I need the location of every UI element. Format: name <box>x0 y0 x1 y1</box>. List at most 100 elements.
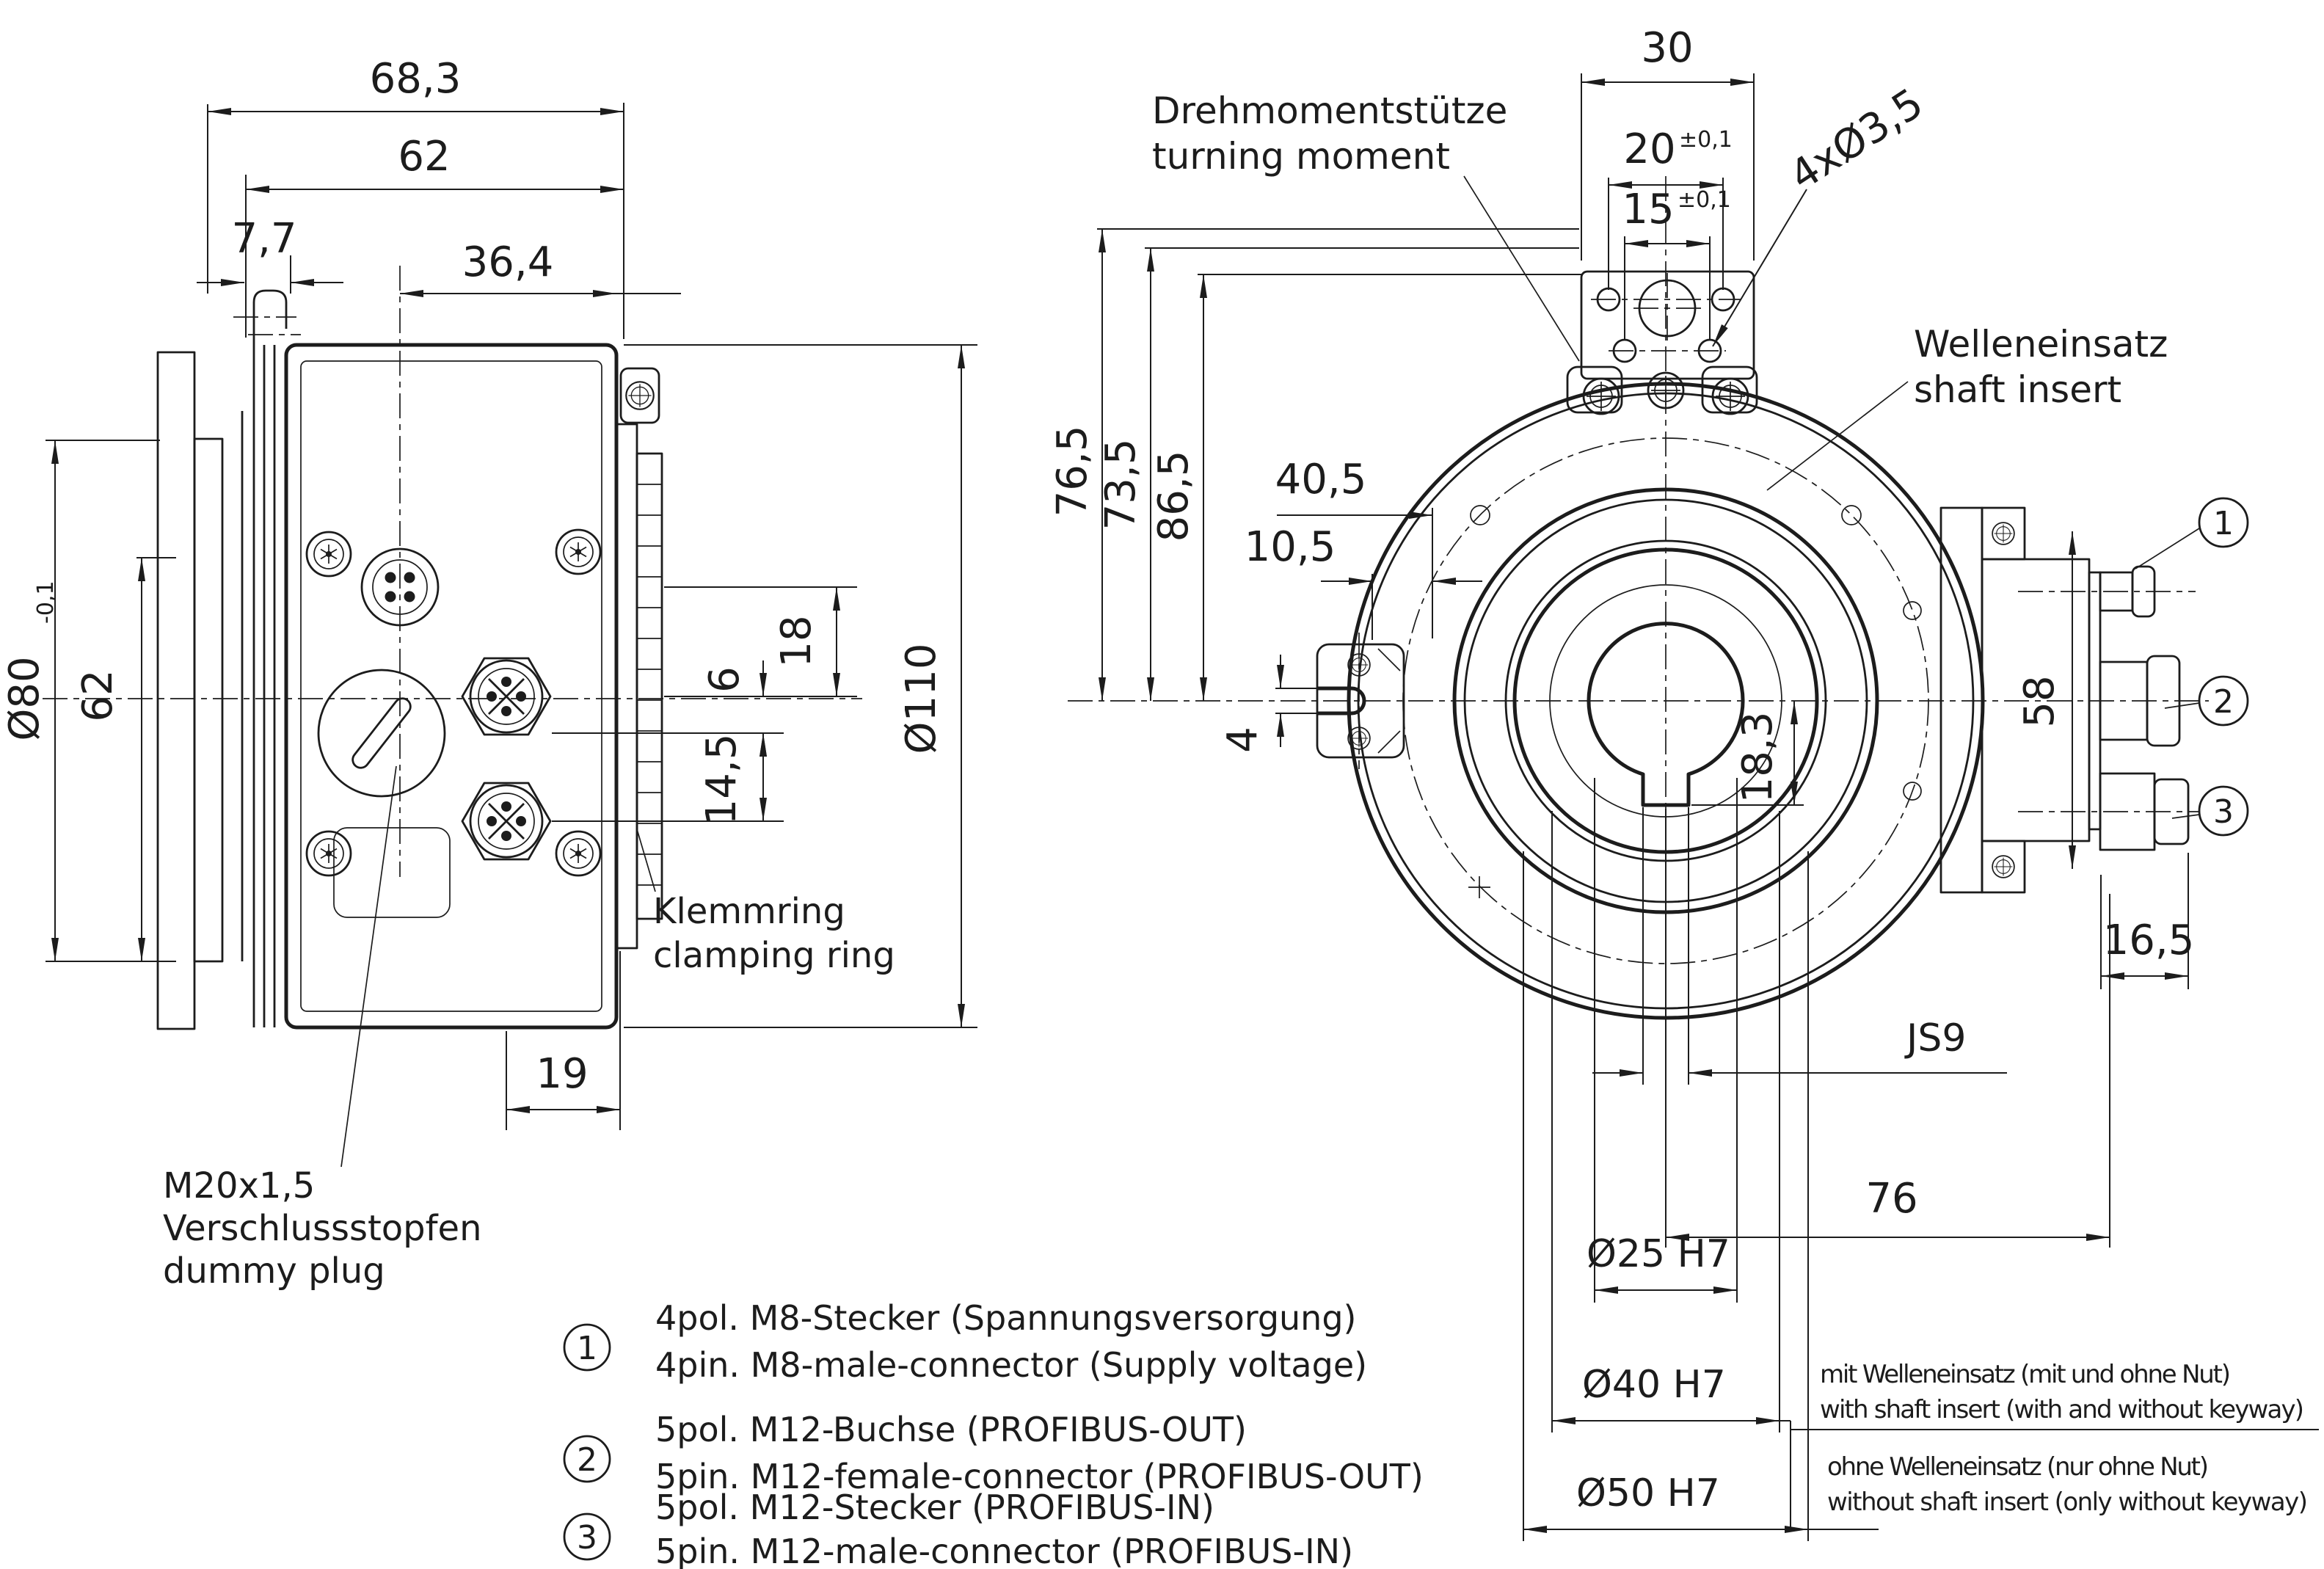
dim-js9: JS9 <box>1904 1016 1966 1060</box>
legend-1-circle <box>563 1323 611 1372</box>
legend-1-de: 4pol. M8-Stecker (Spannungsversorgung) <box>655 1298 1356 1338</box>
dim-73-5: 73,5 <box>1097 439 1145 531</box>
clamping-ring-serrated <box>635 452 663 920</box>
center-mark <box>1468 876 1490 898</box>
dim-36-4: 36,4 <box>462 239 554 286</box>
note-without-en: without shaft insert (only without keywa… <box>1827 1488 2308 1517</box>
right-labels: Drehmomentstütze turning moment Wellenei… <box>1152 90 2319 1529</box>
legend: 1 4pol. M8-Stecker (Spannungsversorgung)… <box>563 1298 1424 1569</box>
dim-tab: 7,7 <box>231 215 296 263</box>
flange-screw-icon <box>1992 522 2015 545</box>
m12-connector-out-icon <box>461 657 552 736</box>
dim-20: 20 <box>1623 125 1675 173</box>
dim-76: 76 <box>1865 1175 1917 1223</box>
legend-3-num: 3 <box>577 1519 597 1557</box>
dim-flange-62: 62 <box>74 669 122 721</box>
m12-connector-in-icon <box>461 782 552 861</box>
legend-3-de: 5pol. M12-Stecker (PROFIBUS-IN) <box>655 1488 1214 1527</box>
note-with-de: mit Welleneinsatz (mit und ohne Nut) <box>1820 1360 2231 1389</box>
callout-3-circle <box>2198 785 2249 837</box>
dim-10-5: 10,5 <box>1245 523 1336 571</box>
dim-62: 62 <box>398 133 450 181</box>
front-face-features <box>305 528 602 918</box>
legend-item-1: 1 4pol. M8-Stecker (Spannungsversorgung)… <box>563 1298 1367 1385</box>
plug-slot <box>351 697 412 769</box>
dim-86-5: 86,5 <box>1150 451 1198 542</box>
flange-screw-icon <box>1992 855 2015 878</box>
label-torque-de: Drehmomentstütze <box>1152 90 1507 132</box>
torque-leader <box>1463 175 1580 362</box>
hole-icon <box>1903 601 1922 620</box>
callout-1-circle <box>2198 497 2249 548</box>
plug-leader <box>340 765 397 1168</box>
hole-icon <box>1470 505 1490 525</box>
dim-20-tol: ±0,1 <box>1679 127 1733 153</box>
dim-15-tol: ±0,1 <box>1678 187 1731 213</box>
legend-1-num: 1 <box>577 1330 597 1367</box>
dim-slot-4: 4 <box>1219 727 1267 753</box>
label-shaft-en: shaft insert <box>1914 368 2121 411</box>
dim-76-5: 76,5 <box>1049 426 1096 517</box>
dim-bore-40: Ø40 H7 <box>1582 1363 1726 1407</box>
callouts: 1 2 3 <box>2135 497 2249 837</box>
dim-flange-dia: Ø80 <box>1 656 48 740</box>
dim-6: 6 <box>701 666 748 693</box>
dim-18-3: 18,3 <box>1734 712 1782 804</box>
label-torque-en: turning moment <box>1152 135 1450 178</box>
mount-screw-icon <box>1711 377 1749 415</box>
legend-1-en: 4pin. M8-male-connector (Supply voltage) <box>655 1345 1367 1385</box>
torque-bracket <box>1566 270 1758 415</box>
dim-19: 19 <box>536 1050 588 1098</box>
clamp-screw-icon <box>625 381 655 410</box>
dim-15: 15 <box>1622 186 1674 233</box>
spring-clip <box>252 289 288 345</box>
screw-torx-icon <box>305 531 352 578</box>
dim-housing-dia: Ø110 <box>897 644 945 754</box>
bore-with-keyway <box>1587 622 1745 807</box>
legend-2-circle <box>563 1435 611 1483</box>
left-dimensions: 68,3 62 7,7 36,4 Ø80 -0,1 62 18 6 14 <box>1 55 977 1130</box>
screw-torx-icon <box>555 830 602 877</box>
left-labels: Klemmring clamping ring M20x1,5 Verschlu… <box>163 765 895 1292</box>
shaft-insert-leader <box>1766 381 1909 491</box>
screw-torx-icon <box>305 830 352 877</box>
m12-out-connector-nut <box>2146 655 2181 747</box>
legend-item-2: 2 5pol. M12-Buchse (PROFIBUS-OUT) 5pin. … <box>563 1410 1424 1496</box>
note-without-de: ohne Welleneinsatz (nur ohne Nut) <box>1827 1452 2209 1482</box>
left-view-side: 68,3 62 7,7 36,4 Ø80 -0,1 62 18 6 14 <box>1 55 977 1292</box>
body-circles <box>1068 176 2209 1115</box>
mount-screw-icon <box>1582 377 1620 415</box>
note-with-en: with shaft insert (with and without keyw… <box>1820 1395 2304 1424</box>
hole-icon <box>1903 782 1922 801</box>
dim-14-5: 14,5 <box>698 734 746 826</box>
label-plug-de: Verschlussstopfen <box>163 1208 481 1249</box>
clamping-ring-collar <box>615 423 638 950</box>
dim-total-width: 68,3 <box>370 55 462 103</box>
dim-58: 58 <box>2016 675 2063 727</box>
label-plug-thread: M20x1,5 <box>163 1165 315 1206</box>
label-plate <box>333 827 451 918</box>
screw-torx-icon <box>555 528 602 575</box>
callout-2-circle <box>2198 675 2249 727</box>
label-shaft-de: Welleneinsatz <box>1914 323 2168 365</box>
clamp-leader <box>636 829 656 892</box>
dummy-plug <box>317 669 446 798</box>
connector-flange <box>1939 506 2200 894</box>
clamp-screw-boss <box>619 367 660 424</box>
dim-bore-25: Ø25 H7 <box>1587 1232 1730 1276</box>
housing-outline <box>43 266 862 1030</box>
legend-2-de: 5pol. M12-Buchse (PROFIBUS-OUT) <box>655 1410 1247 1449</box>
dim-4x-holes: 4xØ3,5 <box>1782 79 1932 200</box>
dim-16-5: 16,5 <box>2103 917 2195 964</box>
legend-2-num: 2 <box>577 1441 597 1479</box>
dim-40-5: 40,5 <box>1275 456 1367 503</box>
dim-30: 30 <box>1641 24 1693 72</box>
dim-bore-50: Ø50 H7 <box>1576 1471 1720 1515</box>
legend-3-en: 5pin. M12-male-connector (PROFIBUS-IN) <box>655 1532 1353 1569</box>
callout-1: 1 <box>2213 505 2234 542</box>
right-view-front: 1 2 3 30 20 ±0,1 15 ±0,1 4xØ3,5 76,5 <box>1049 24 2319 1541</box>
dim-18: 18 <box>773 615 820 667</box>
hole-icon <box>1841 505 1862 525</box>
callout-2: 2 <box>2213 683 2234 721</box>
